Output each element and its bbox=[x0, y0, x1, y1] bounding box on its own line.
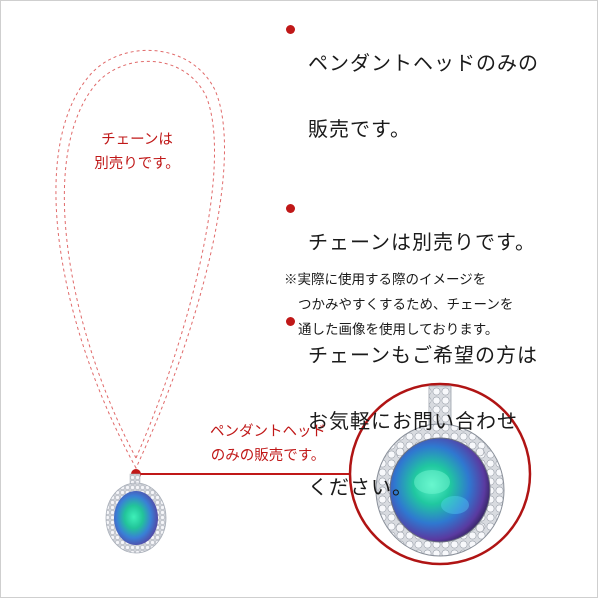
pendant-only-label: ペンダントヘッド のみの販売です。 bbox=[178, 420, 358, 468]
chain-sold-separately-label: チェーンは 別売りです。 bbox=[72, 128, 202, 176]
bullet-line: チェーンは別売りです。 bbox=[308, 230, 536, 254]
bullet-item-chain-inquiry: チェーンもご希望の方は お気軽にお問い合わせ ください。 bbox=[286, 306, 586, 537]
bullet-line: チェーンもご希望の方は bbox=[308, 343, 538, 367]
note-line: ※実際に使用する際のイメージを bbox=[284, 272, 487, 288]
label-line: ペンダントヘッド bbox=[210, 424, 326, 440]
bullet-dot bbox=[286, 317, 295, 326]
bullet-list: ペンダントヘッドのみの 販売です。 チェーンは別売りです。 チェーンもご希望の方… bbox=[286, 14, 586, 551]
bullet-line: 販売です。 bbox=[308, 117, 411, 141]
note-line: 通した画像を使用しております。 bbox=[298, 322, 499, 338]
bullet-item-chain-sold-separately: チェーンは別売りです。 bbox=[286, 193, 586, 292]
label-line: チェーンは bbox=[101, 132, 173, 148]
chain-outline-inner bbox=[63, 60, 215, 460]
label-line: のみの販売です。 bbox=[210, 448, 326, 464]
bullet-line: ペンダントヘッドのみの bbox=[308, 51, 539, 75]
note-line: つかみやすくするため、チェーンを bbox=[298, 297, 514, 313]
bullet-item-pendant-only: ペンダントヘッドのみの 販売です。 bbox=[286, 14, 586, 179]
bullet-dot bbox=[286, 204, 295, 213]
large-pendant bbox=[375, 385, 505, 557]
bullet-line: ください。 bbox=[308, 475, 413, 499]
chain-outline-outer bbox=[55, 49, 225, 470]
image-usage-note: ※実際に使用する際のイメージを つかみやすくするため、チェーンを 通した画像を使… bbox=[284, 268, 594, 343]
bullet-line: お気軽にお問い合わせ bbox=[308, 409, 518, 433]
small-pendant bbox=[105, 473, 167, 554]
label-line: 別売りです。 bbox=[94, 156, 180, 172]
bullet-dot bbox=[286, 25, 295, 34]
